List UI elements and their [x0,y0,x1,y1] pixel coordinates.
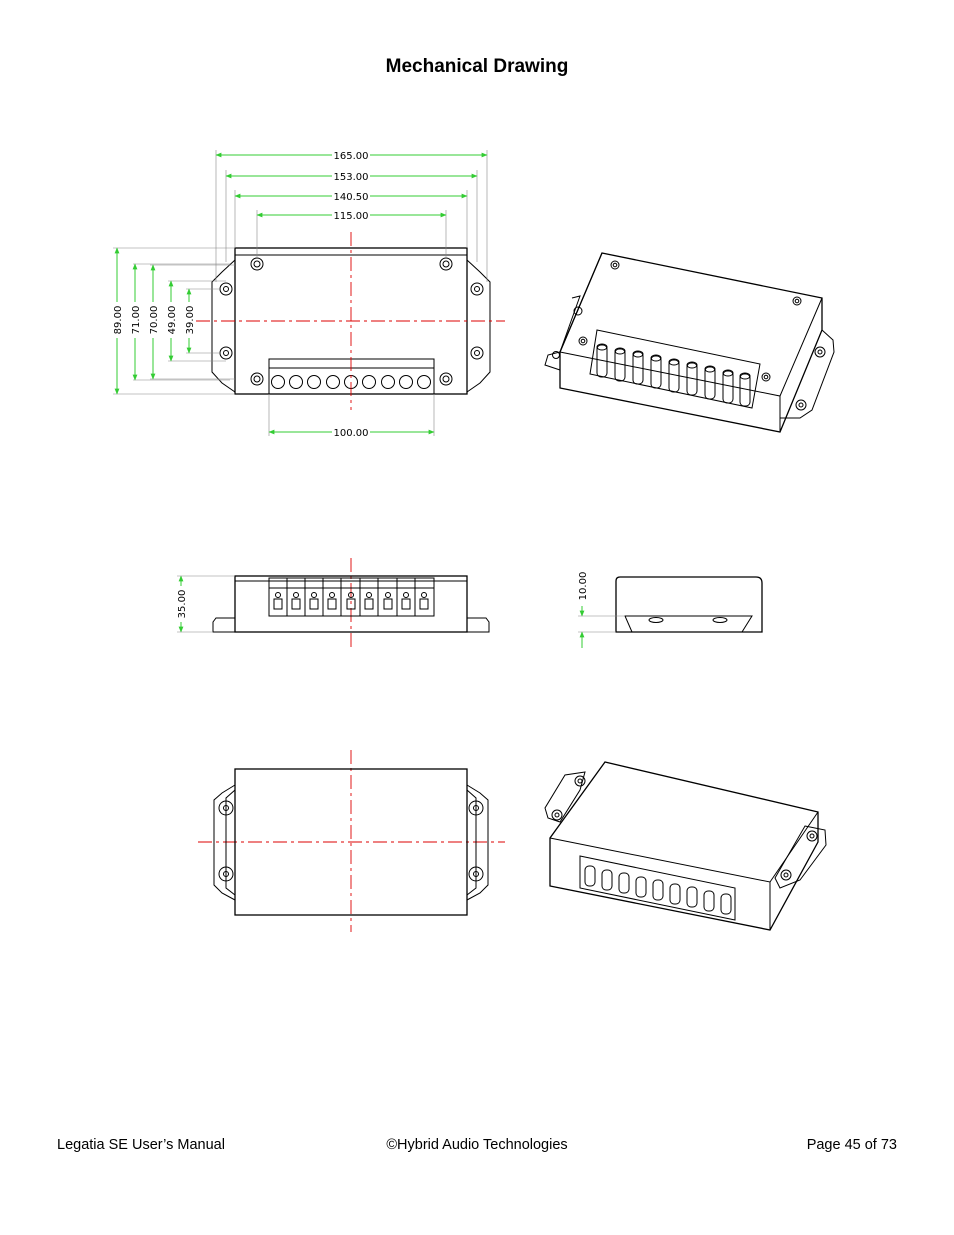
dim-153: 153.00 [334,172,369,183]
dim-115: 115.00 [334,211,369,222]
isometric-view-top [544,252,835,433]
dim-39: 39.00 [185,306,196,335]
mounting-hole [250,372,264,386]
footer-manual-title: Legatia SE User’s Manual [57,1137,225,1153]
dim-89: 89.00 [113,306,124,335]
front-view [177,575,490,633]
dimension-lines [114,152,585,648]
terminal-block-front [268,577,435,617]
side-view [578,576,763,633]
isometric-view-bottom [544,761,827,931]
mounting-hole [439,257,453,271]
mounting-hole [250,257,264,271]
top-view [113,150,491,436]
bottom-view [213,768,489,916]
dim-10: 10.00 [578,572,589,601]
dim-49: 49.00 [167,306,178,335]
dim-165: 165.00 [334,151,369,162]
center-lines [196,232,505,932]
mounting-hole [439,372,453,386]
dim-140: 140.50 [334,192,369,203]
dim-71: 71.00 [131,306,142,335]
footer-copyright: ©Hybrid Audio Technologies [386,1137,568,1153]
dim-35: 35.00 [177,590,188,619]
terminals-iso-top [596,343,751,407]
footer-page-number: Page 45 of 73 [806,1137,897,1153]
page-title: Mechanical Drawing [385,56,569,77]
terminals-iso-bottom [584,865,732,915]
dimension-labels: 165.00 153.00 140.50 115.00 100.00 89.00… [111,149,589,622]
dim-100: 100.00 [334,428,369,439]
dim-70: 70.00 [149,306,160,335]
